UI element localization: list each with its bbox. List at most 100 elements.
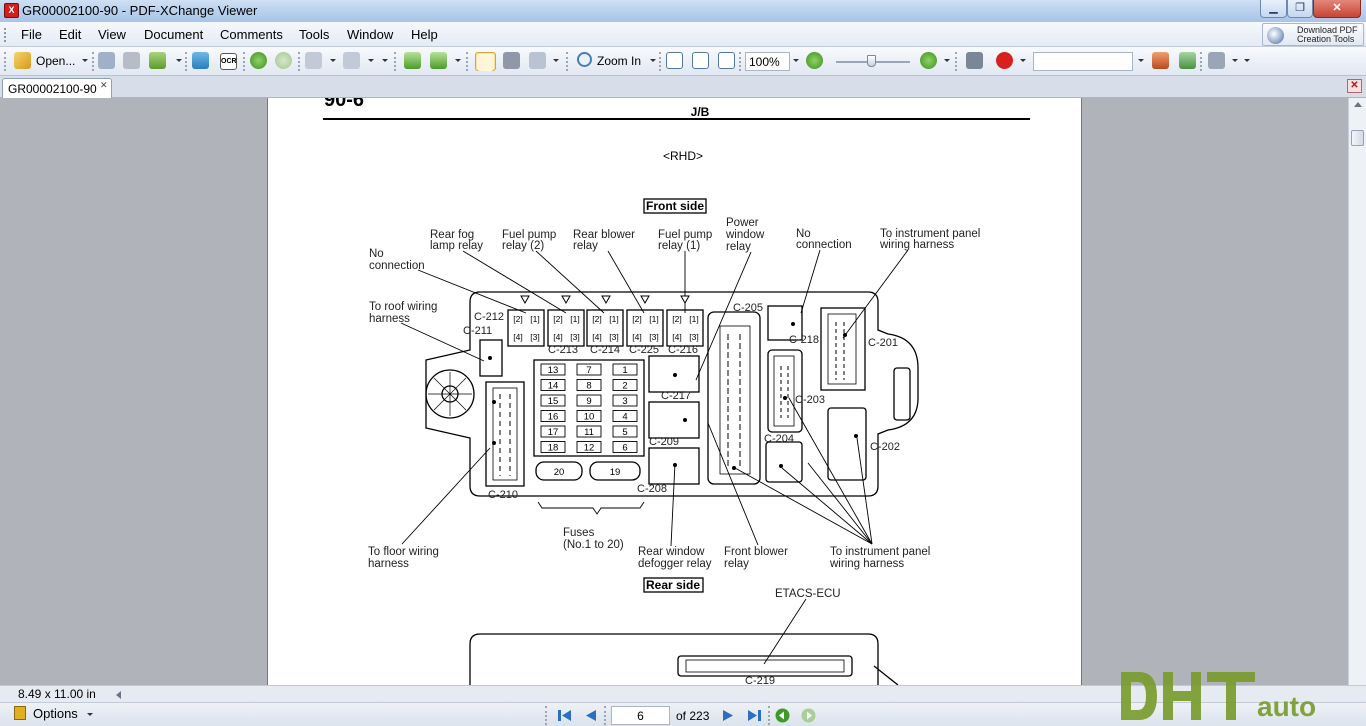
menu-view[interactable]: View (98, 27, 126, 42)
rotate-dropdown-icon[interactable] (455, 59, 461, 62)
hscroll-left-icon[interactable] (116, 691, 121, 699)
open-icon[interactable] (14, 52, 31, 71)
zoom-in-dropdown-icon[interactable] (650, 59, 656, 62)
snapshot-icon[interactable] (503, 52, 520, 71)
fuse-slot (576, 394, 602, 407)
zoom-plus-icon[interactable] (920, 52, 937, 71)
close-window-button[interactable]: ✕ (1313, 0, 1361, 18)
redo-icon[interactable] (343, 52, 360, 71)
redo-dropdown-icon[interactable] (368, 59, 374, 62)
last-page-icon[interactable] (747, 708, 762, 723)
menu-edit[interactable]: Edit (59, 27, 82, 42)
no-connection-left-label-2: connection (369, 260, 425, 272)
front-blower-label-1: Front blower (724, 546, 788, 558)
tools-dropdown-icon[interactable] (1232, 59, 1238, 62)
back-icon[interactable] (250, 52, 267, 71)
window-title: GR00002100-90 - PDF-XChange Viewer (22, 3, 258, 18)
vertical-scrollbar[interactable] (1348, 98, 1366, 685)
select-text-icon[interactable] (529, 52, 546, 71)
menu-tools[interactable]: Tools (299, 27, 330, 42)
relay-pin-label: [1] (570, 314, 579, 324)
fuse-number: 12 (584, 443, 595, 454)
toolbar: Open... OCR Zoom In (0, 47, 1366, 76)
tools-icon[interactable] (1208, 52, 1225, 71)
menu-file[interactable]: File (21, 27, 42, 42)
rotate-icon[interactable] (404, 52, 421, 71)
search-pdf-icon[interactable] (996, 52, 1013, 71)
zoom-in-label[interactable]: Zoom In (597, 54, 642, 68)
etacs-ecu-label: ETACS-ECU (775, 588, 841, 600)
fuel-pump-2-label-1: Fuel pump (502, 229, 556, 241)
connector-c203: C-203 (795, 394, 825, 406)
hand-tool-icon[interactable] (475, 52, 496, 71)
connector-c205: C-205 (733, 302, 763, 314)
zoom-in-icon[interactable] (577, 52, 592, 71)
fuse-number: 13 (548, 365, 559, 376)
document-tab[interactable]: GR00002100-90 ✕ (2, 78, 112, 98)
options-dropdown-icon[interactable] (87, 713, 94, 716)
fuse-slot (576, 379, 602, 391)
zoom-level-input[interactable]: 100% (745, 52, 790, 71)
zoom-out-icon[interactable] (806, 52, 823, 71)
scan-icon[interactable] (192, 52, 209, 71)
connector-c217: C-217 (661, 390, 691, 402)
export-dropdown-icon[interactable] (176, 59, 182, 62)
next-view-icon[interactable] (801, 708, 816, 723)
actual-size-icon[interactable] (666, 52, 683, 71)
save-icon[interactable] (98, 52, 115, 71)
menu-window[interactable]: Window (347, 27, 394, 42)
open-dropdown-icon[interactable] (82, 59, 88, 62)
scroll-up-icon[interactable] (1354, 102, 1362, 107)
rear-blower-label-1: Rear blower (573, 229, 635, 241)
document-viewport[interactable]: 90-6 J/B <RHD> Front side No connection … (0, 98, 1348, 685)
previous-page-icon[interactable] (583, 708, 598, 723)
relay-pin-label: [4] (672, 332, 681, 342)
stamp-icon[interactable] (1152, 52, 1169, 71)
export-icon[interactable] (149, 52, 166, 71)
title-bar: X GR00002100-90 - PDF-XChange Viewer ▁ ❐… (0, 0, 1366, 22)
first-page-icon[interactable] (557, 708, 572, 723)
tab-close-icon[interactable]: ✕ (100, 80, 108, 90)
undo-dropdown-icon[interactable] (330, 59, 336, 62)
no-connection-right-label-2: connection (796, 239, 852, 251)
undo-icon[interactable] (305, 52, 322, 71)
fit-width-icon[interactable] (718, 52, 735, 71)
connector-c214: C-214 (590, 344, 620, 356)
scrollbar-thumb[interactable] (1351, 130, 1364, 146)
connector-c213: C-213 (548, 344, 578, 356)
maximize-button[interactable]: ❐ (1287, 0, 1313, 18)
menu-help[interactable]: Help (411, 27, 438, 42)
previous-view-icon[interactable] (775, 708, 790, 723)
search-dropdown-icon[interactable] (1138, 59, 1144, 62)
fit-page-icon[interactable] (692, 52, 709, 71)
zoom-level-dropdown-icon[interactable] (793, 59, 799, 62)
rotate-view-icon[interactable] (430, 52, 447, 71)
relay-pin-label: [3] (609, 332, 618, 342)
page-number-input[interactable]: 6 (611, 706, 670, 725)
zoom-plus-dropdown-icon[interactable] (944, 59, 950, 62)
close-document-button[interactable]: ✕ (1347, 79, 1362, 93)
menu-comments[interactable]: Comments (220, 27, 283, 42)
search-input[interactable] (1033, 52, 1133, 71)
select-dropdown-icon[interactable] (553, 59, 559, 62)
undo-options-dropdown-icon[interactable] (382, 59, 388, 62)
minimize-button[interactable]: ▁ (1260, 0, 1287, 18)
toolbar-options-dropdown-icon[interactable] (1244, 59, 1250, 62)
forward-icon[interactable] (275, 52, 292, 71)
print-icon[interactable] (123, 52, 140, 71)
relay-pin-label: [1] (649, 314, 658, 324)
ocr-icon[interactable]: OCR (220, 52, 237, 71)
connector-c204: C-204 (764, 433, 794, 445)
open-button-label[interactable]: Open... (36, 54, 76, 68)
binoculars-icon[interactable] (966, 52, 983, 71)
next-page-icon[interactable] (721, 708, 736, 723)
search-pdf-dropdown-icon[interactable] (1020, 59, 1026, 62)
comments-icon[interactable] (1179, 52, 1196, 71)
zoom-slider-thumb[interactable] (867, 55, 876, 67)
options-button[interactable]: Options (14, 706, 94, 725)
download-pdf-tools-button[interactable]: Download PDF Creation Tools (1262, 23, 1364, 46)
connector-c209: C-209 (649, 436, 679, 448)
relay-pin-label: [1] (689, 314, 698, 324)
menu-document[interactable]: Document (144, 27, 204, 42)
relay-pin-label: [4] (592, 332, 601, 342)
